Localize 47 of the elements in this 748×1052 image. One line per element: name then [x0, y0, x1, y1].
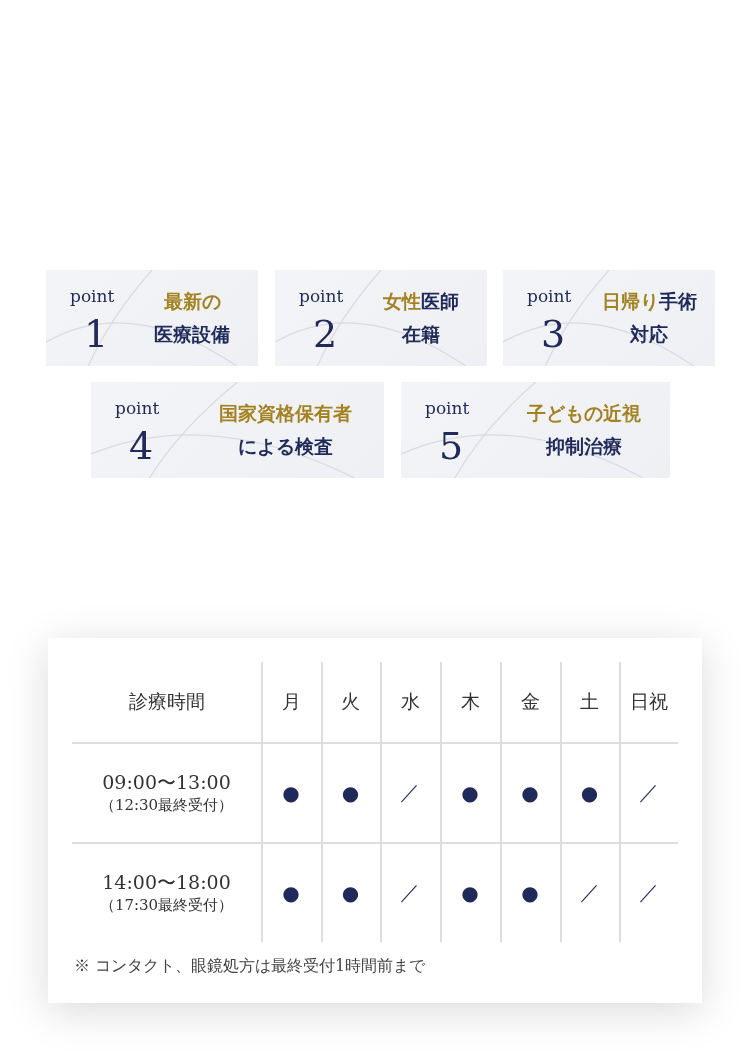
availability-mark: ●: [341, 780, 360, 805]
availability-mark: ／: [638, 779, 659, 806]
availability-mark: ／: [638, 879, 659, 906]
feature-title: 日帰り手術対応: [600, 289, 698, 347]
point-label: point: [527, 286, 572, 306]
weekday-header: 月: [281, 689, 301, 714]
footnote: ※ コンタクト、眼鏡処方は最終受付1時間前まで: [74, 956, 426, 977]
last-reception-note: （12:30最終受付）: [99, 796, 234, 815]
availability-mark: ●: [461, 880, 479, 905]
point-label: point: [115, 398, 160, 418]
column-header: 診療時間: [128, 689, 205, 714]
point-label: point: [70, 286, 115, 306]
availability-mark: ●: [521, 780, 539, 805]
time-range: 14:00〜18:00: [102, 870, 231, 895]
feature-card: [275, 270, 487, 366]
point-label: point: [425, 398, 470, 418]
last-reception-note: （17:30最終受付）: [99, 896, 234, 915]
point-number: 1: [84, 314, 109, 354]
weekday-header: 日祝: [629, 689, 668, 714]
weekday-header: 水: [400, 689, 420, 714]
availability-mark: ／: [400, 879, 420, 906]
availability-mark: ●: [282, 880, 300, 905]
availability-mark: ●: [341, 880, 360, 905]
weekday-header: 金: [520, 689, 540, 714]
availability-mark: ／: [400, 779, 420, 806]
weekday-header: 火: [341, 689, 360, 714]
availability-mark: ●: [521, 880, 539, 905]
point-number: 5: [439, 426, 464, 466]
feature-card: [503, 270, 715, 366]
feature-title: 国家資格保有者による検査: [218, 401, 353, 459]
feature-title: 女性医師在籍: [382, 289, 460, 347]
weekday-header: 木: [460, 689, 480, 714]
feature-title: 子どもの近視抑制治療: [525, 401, 642, 459]
point-number: 3: [541, 314, 566, 354]
availability-mark: ／: [579, 879, 600, 906]
feature-title: 最新の医療設備: [153, 289, 231, 347]
feature-card: [46, 270, 258, 366]
availability-mark: ●: [282, 780, 300, 805]
availability-mark: ●: [580, 780, 599, 805]
point-number: 4: [129, 426, 154, 466]
weekday-header: 土: [580, 689, 599, 714]
point-label: point: [299, 286, 344, 306]
time-range: 09:00〜13:00: [102, 770, 231, 795]
feature-card: [401, 382, 670, 478]
point-number: 2: [313, 314, 338, 354]
availability-mark: ●: [461, 780, 479, 805]
feature-card: [91, 382, 384, 478]
